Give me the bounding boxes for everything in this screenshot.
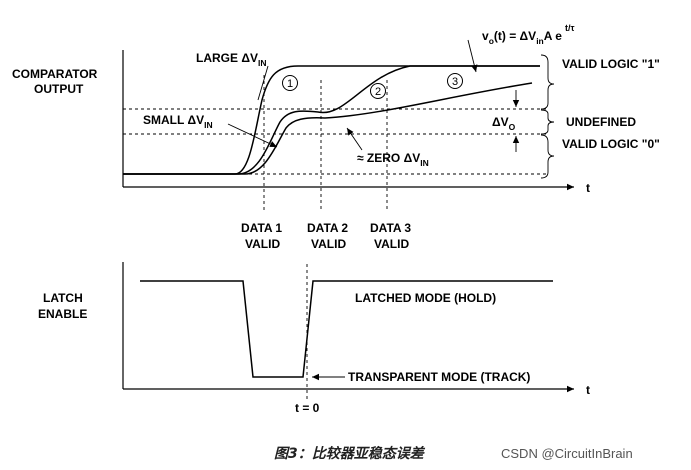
bracket-undefined [540,109,555,135]
small-dvin-label: SMALL ΔVIN [143,113,213,130]
curve-zero-dvin [123,82,533,175]
leader-large [257,65,269,101]
circle-3-label: 3 [452,76,458,88]
figure-caption: 图3：比较器亚稳态误差 [274,445,426,462]
t-zero-label: t = 0 [295,401,320,415]
circle-2-label: 2 [375,86,381,98]
transparent-mode-label: TRANSPARENT MODE (TRACK) [348,370,530,384]
zero-dvin-label: ≈ ZERO ΔVIN [357,151,429,168]
data2-valid-label-1: DATA 2 [307,221,348,235]
t-axis-label-bottom: t [586,383,590,397]
delta-vo-label: ΔVO [492,115,516,132]
latched-mode-label: LATCHED MODE (HOLD) [355,291,496,305]
circle-1 [282,75,298,91]
valid-logic-0-label: VALID LOGIC "0" [562,137,660,151]
curve-large-dvin [123,65,540,175]
leader-zero [346,127,363,151]
data3-valid-label-1: DATA 3 [370,221,411,235]
data1-valid-label-2: VALID [245,237,280,251]
data3-valid-label-2: VALID [374,237,409,251]
circle-1-label: 1 [287,78,293,90]
comparator-output-label-2: OUTPUT [34,82,84,96]
valid-logic-1-label: VALID LOGIC "1" [562,57,660,71]
comparator-output-label-1: COMPARATOR [12,67,98,81]
bracket-valid-logic-1 [540,54,555,110]
data2-valid-label-2: VALID [311,237,346,251]
circle-3 [447,73,463,89]
latch-enable-label-1: LATCH [43,291,83,305]
bracket-valid-logic-0 [540,134,555,179]
formula-label: vo(t) = ΔVinA et/τ [482,23,575,46]
latch-enable-label-2: ENABLE [38,307,87,321]
latch-enable-waveform [140,280,553,378]
leader-small [227,123,278,148]
t-axis-label-top: t [586,181,590,195]
csdn-watermark: CSDN @CircuitInBrain [501,446,633,461]
curve-small-dvin [123,65,540,175]
data1-valid-label-1: DATA 1 [241,221,282,235]
undefined-label: UNDEFINED [566,115,636,129]
leader-formula [467,39,478,73]
circle-2 [370,83,386,99]
large-dvin-label: LARGE ΔVIN [196,51,266,68]
